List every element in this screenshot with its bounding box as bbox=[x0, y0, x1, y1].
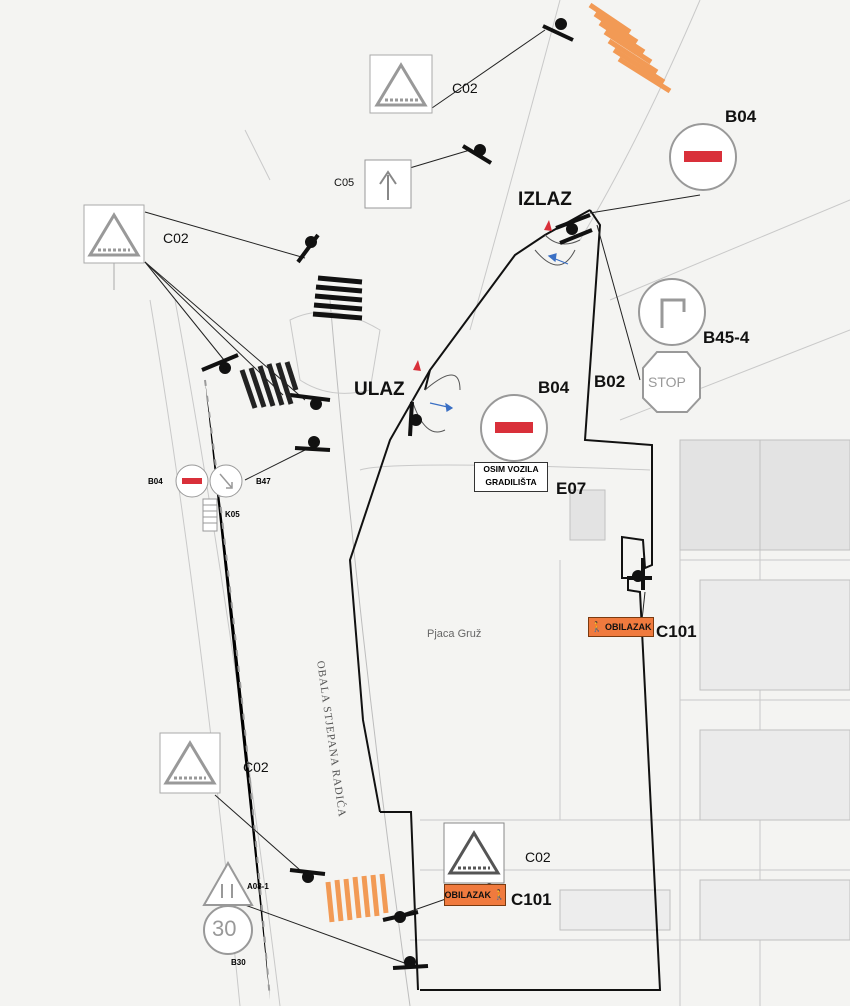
pedestrian-sign-bottom-left bbox=[159, 732, 221, 794]
c02-bottom-left-label: C02 bbox=[243, 759, 269, 775]
a08-1-sign bbox=[202, 860, 254, 906]
a08-1-label: A08-1 bbox=[247, 882, 269, 891]
b04-small-label: B04 bbox=[148, 477, 163, 486]
c101-right-label: C101 bbox=[656, 622, 697, 641]
c02-bottom-right-label: C02 bbox=[525, 849, 551, 865]
obilazak-right-text: OBILAZAK bbox=[604, 622, 652, 632]
c02-left-label: C02 bbox=[163, 230, 189, 246]
no-entry-sign-small bbox=[175, 464, 209, 498]
b45-4-sign bbox=[638, 278, 706, 346]
barrier-marks[interactable] bbox=[201, 18, 652, 970]
construction-route bbox=[348, 209, 662, 991]
no-entry-sign-top bbox=[669, 123, 737, 191]
stop-sign bbox=[642, 351, 701, 413]
b02-label: B02 bbox=[594, 372, 626, 391]
gate-flags bbox=[413, 220, 552, 371]
obilazak-sign-bottom: OBILAZAK 🚶 bbox=[444, 884, 506, 906]
no-entry-sign-mid bbox=[480, 394, 548, 462]
k05-board bbox=[202, 498, 218, 532]
leader-lines bbox=[144, 29, 701, 966]
e07-label: E07 bbox=[556, 479, 587, 498]
b04-mid-label: B04 bbox=[538, 378, 570, 397]
osim-line-1: OSIM VOZILA bbox=[483, 464, 539, 474]
speed-limit-sign bbox=[203, 905, 253, 955]
pedestrian-sign-bottom-right bbox=[443, 822, 505, 884]
c02-top-label: C02 bbox=[452, 80, 478, 96]
crosswalk-bottom-orange bbox=[325, 873, 389, 923]
entry-arrow bbox=[429, 253, 569, 412]
k05-label: K05 bbox=[225, 510, 240, 519]
pedestrian-icon: 🚶 bbox=[590, 621, 603, 633]
osim-vozila-plate: OSIM VOZILA GRADILIŠTA bbox=[474, 462, 548, 492]
background-dashes bbox=[204, 379, 271, 1001]
mandatory-direction-sign-small bbox=[209, 464, 243, 498]
obilazak-sign-right: 🚶 OBILAZAK bbox=[588, 617, 654, 637]
plaza-name: Pjaca Gruž bbox=[427, 628, 482, 640]
gate-arcs bbox=[411, 234, 581, 433]
crosswalk-top-orange bbox=[588, 2, 672, 94]
b30-label: B30 bbox=[231, 958, 246, 967]
background-blocks bbox=[559, 439, 850, 941]
b45-4-label: B45-4 bbox=[703, 328, 750, 347]
c101-bottom-label: C101 bbox=[511, 890, 552, 909]
ulaz-label: ULAZ bbox=[354, 379, 405, 400]
pedestrian-sign-top bbox=[369, 54, 433, 114]
speed-limit-value: 30 bbox=[212, 916, 237, 941]
crosswalk-left-black bbox=[239, 361, 299, 409]
c05-label: C05 bbox=[334, 177, 355, 189]
osim-line-2: GRADILIŠTA bbox=[485, 477, 537, 487]
one-way-arrow-sign bbox=[364, 159, 412, 209]
pedestrian-sign-left bbox=[83, 204, 145, 290]
pedestrian-icon: 🚶 bbox=[493, 889, 506, 901]
crosswalk-mid-black bbox=[312, 275, 363, 321]
stop-sign-text: STOP bbox=[648, 374, 686, 390]
izlaz-label: IZLAZ bbox=[518, 189, 572, 210]
b47-label: B47 bbox=[256, 477, 271, 486]
b04-top-label: B04 bbox=[725, 107, 757, 126]
obilazak-bottom-text: OBILAZAK bbox=[444, 890, 492, 900]
